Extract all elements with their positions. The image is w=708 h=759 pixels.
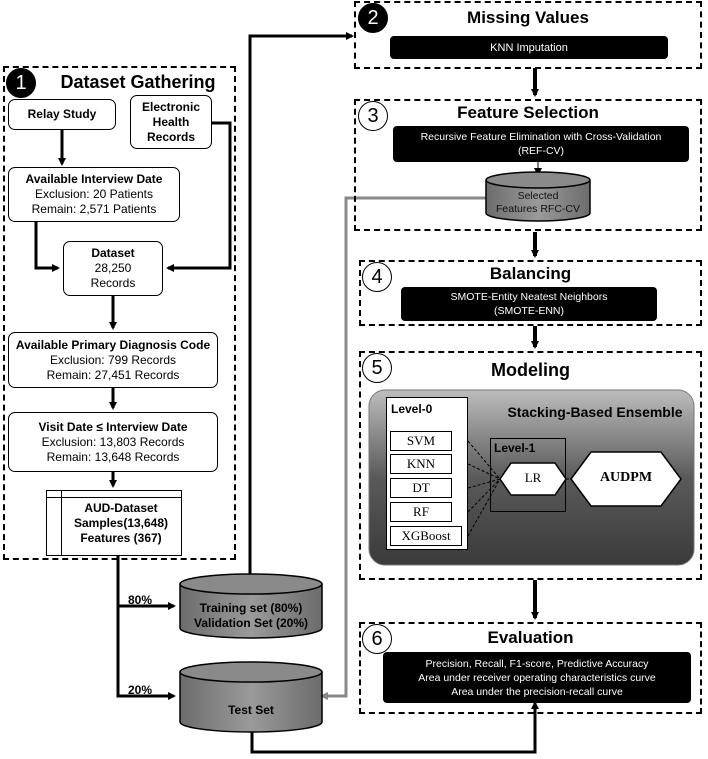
visit-title: Visit Date ≤ Interview Date — [38, 419, 188, 434]
model-dt: DT — [390, 478, 452, 498]
step-5-title: Modeling — [491, 360, 570, 380]
training-line-2: Validation Set (20%) — [193, 616, 309, 630]
diagnosis-code-box: Available Primary Diagnosis Code Exclusi… — [8, 332, 218, 388]
arrow-interview-to-dataset — [34, 222, 60, 272]
knn-imputation-label: KNN Imputation — [490, 41, 568, 54]
ensemble-title: Stacking-Based Ensemble — [507, 404, 683, 420]
arrow-training-to-missing — [248, 32, 354, 581]
dataset-box: Dataset 28,250 Records — [63, 241, 163, 296]
missing-values-section — [354, 1, 702, 69]
visit-exclusion: Exclusion: 13,803 Records — [41, 434, 185, 449]
step-1-title: Dataset Gathering — [60, 72, 216, 92]
step-2-badge: 2 — [358, 3, 388, 33]
aud-title: AUD-Dataset — [84, 501, 158, 515]
test-cylinder — [179, 661, 323, 733]
metrics-box: Precision, Recall, F1-score, Predictive … — [383, 652, 691, 703]
selected-features-label: Selected Features RFC-CV — [486, 190, 590, 216]
model-knn: KNN — [390, 454, 452, 474]
level-1-panel — [490, 438, 566, 512]
arrow-features-to-test — [320, 196, 486, 700]
model-svm: SVM — [390, 431, 452, 451]
step-4-title: Balancing — [489, 264, 572, 283]
rfecv-box: Recursive Feature Elimination with Cross… — [393, 126, 689, 162]
training-set-label: Training set (80%) Validation Set (20%) — [180, 601, 322, 631]
selected-features-cylinder — [485, 171, 591, 222]
interview-date-box: Available Interview Date Exclusion: 20 P… — [8, 167, 180, 222]
dataset-gathering-section — [3, 66, 236, 560]
training-line-1: Training set (80%) — [199, 601, 303, 615]
dash-rf-lr — [467, 478, 501, 513]
arrow-ehr-to-dataset — [166, 121, 232, 272]
model-rf: RF — [390, 502, 452, 522]
aud-features: Features (367) — [80, 531, 162, 545]
balancing-section — [359, 260, 702, 326]
step-4-badge: 4 — [362, 262, 392, 292]
dataset-title: Dataset — [91, 246, 135, 260]
step-3-title: Feature Selection — [457, 103, 599, 122]
step-2-title: Missing Values — [467, 8, 589, 27]
step-1-badge: 1 — [6, 68, 36, 98]
modeling-section — [359, 351, 702, 580]
table-header-line — [47, 497, 181, 498]
interview-exclusion: Exclusion: 20 Patients — [34, 187, 154, 201]
feature-selection-section — [354, 99, 702, 231]
metrics-line-3: Area under the precision-recall curve — [451, 685, 623, 698]
dash-svm-lr — [467, 440, 501, 480]
aud-samples: Samples(13,648) — [73, 516, 169, 530]
model-xgboost: XGBoost — [390, 526, 462, 546]
dash-knn-lr — [467, 463, 501, 480]
train-split-label: 80% — [128, 593, 153, 607]
table-index-line — [61, 491, 62, 555]
level-1-label: Level-1 — [494, 441, 536, 455]
ehr-line-1: Electronic — [141, 99, 201, 114]
ehr-line-3: Records — [146, 129, 196, 144]
lr-label: LR — [524, 470, 542, 485]
interview-title: Available Interview Date — [25, 172, 163, 186]
diag-exclusion: Exclusion: 799 Records — [49, 352, 177, 367]
evaluation-section — [359, 622, 702, 714]
selected-line-2: Features RFC-CV — [495, 203, 580, 215]
dataset-count: 28,250 — [94, 261, 132, 275]
relay-study-label: Relay Study — [27, 107, 97, 121]
smote-line-1: SMOTE-Entity Neatest Neighbors — [450, 291, 608, 303]
relay-study-box: Relay Study — [8, 99, 116, 130]
metrics-line-2: Area under receiver operating characteri… — [418, 671, 656, 684]
dash-xgb-lr — [467, 478, 501, 537]
training-cylinder — [179, 573, 323, 639]
aud-dataset-table: AUD-Dataset Samples(13,648) Features (36… — [46, 490, 182, 556]
smote-enn-box: SMOTE-Entity Neatest Neighbors (SMOTE-EN… — [401, 287, 657, 321]
test-set-label: Test Set — [228, 703, 274, 717]
smote-line-2: (SMOTE-ENN) — [494, 305, 564, 317]
interview-remain: Remain: 2,571 Patients — [31, 202, 157, 216]
dash-dt-lr — [467, 478, 501, 489]
arrow-test-to-evaluation — [250, 701, 539, 754]
lr-hexagon — [499, 462, 567, 496]
rfecv-line-2: (REF-CV) — [517, 145, 565, 157]
level-0-label: Level-0 — [391, 402, 433, 416]
step-5-badge: 5 — [362, 353, 392, 383]
audpm-hexagon — [570, 451, 682, 507]
knn-imputation-box: KNN Imputation — [390, 36, 668, 59]
selected-line-1: Selected — [517, 190, 559, 202]
ehr-line-2: Health — [152, 114, 190, 129]
metrics-line-1: Precision, Recall, F1-score, Predictive … — [425, 657, 649, 670]
diag-remain: Remain: 27,451 Records — [46, 367, 180, 382]
ehr-box: Electronic Health Records — [130, 95, 212, 149]
dataset-unit: Records — [90, 276, 136, 290]
step-6-title: Evaluation — [487, 628, 574, 647]
step-6-badge: 6 — [362, 624, 392, 654]
visit-remain: Remain: 13,648 Records — [46, 449, 180, 464]
rfecv-line-1: Recursive Feature Elimination with Cross… — [420, 131, 662, 143]
visit-date-box: Visit Date ≤ Interview Date Exclusion: 1… — [8, 412, 218, 472]
test-split-label: 20% — [128, 683, 153, 697]
audpm-label: AUDPM — [599, 470, 653, 485]
arrow-to-test-set — [116, 556, 176, 700]
step-3-badge: 3 — [358, 101, 388, 131]
diag-title: Available Primary Diagnosis Code — [15, 337, 211, 352]
